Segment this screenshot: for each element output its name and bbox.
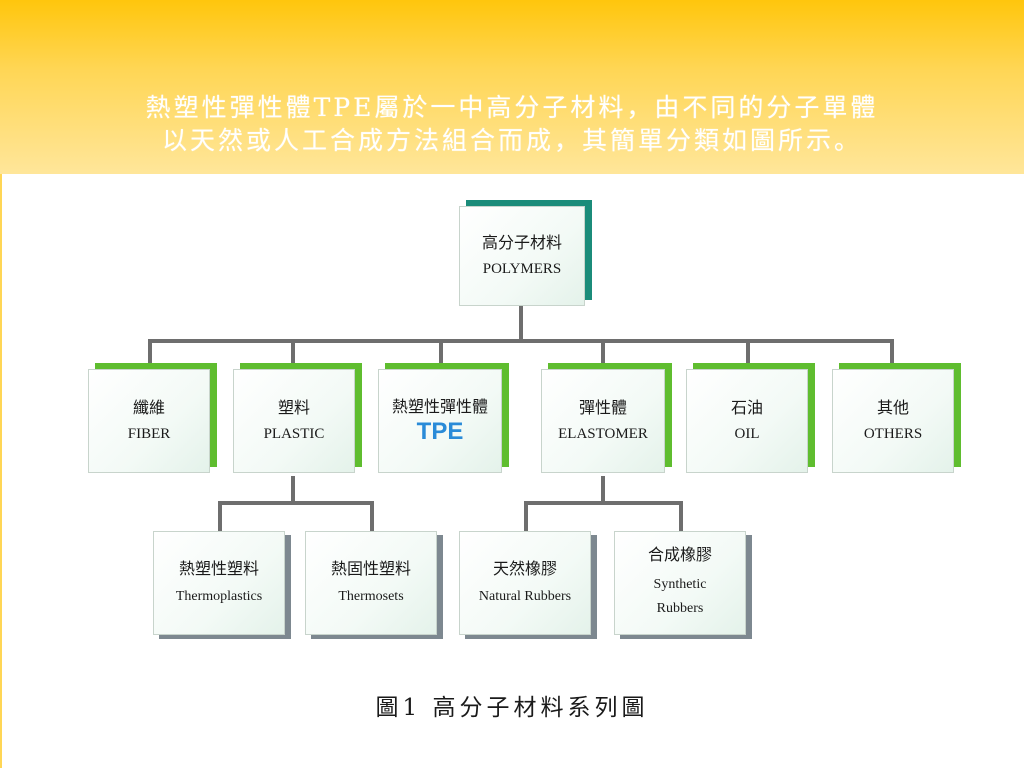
node-thermoplastics-en: Thermoplastics [175,589,263,604]
node-thermosets-zh: 熱固性塑料 [330,559,411,578]
root-stem-connector [519,306,523,342]
elastomer-children-bus-connector [524,501,683,505]
node-natural-rubbers-en: Natural Rubbers [478,589,572,604]
node-natural-rubbers: 天然橡膠 Natural Rubbers [459,531,591,635]
node-others-zh: 其他 [876,398,909,417]
header-text-line-1: 熱塑性彈性體TPE屬於一中高分子材料，由不同的分子單體 [145,93,879,122]
slide-header-banner: 熱塑性彈性體TPE屬於一中高分子材料，由不同的分子單體 以天然或人工合成方法組合… [0,0,1024,174]
node-polymers: 高分子材料 POLYMERS [459,206,585,306]
node-polymers-zh: 高分子材料 [481,233,562,252]
node-tpe-zh: 熱塑性彈性體 [391,397,488,416]
node-thermoplastics-zh: 熱塑性塑料 [178,559,259,578]
node-others: 其他 OTHERS [832,369,954,473]
plastic-drop-connector [291,339,295,369]
node-fiber-zh: 纖維 [132,398,165,417]
node-polymers-en: POLYMERS [482,261,562,277]
node-oil: 石油 OIL [686,369,808,473]
node-oil-zh: 石油 [730,398,763,417]
node-natural-rubbers-zh: 天然橡膠 [492,559,557,578]
node-elastomer-en: ELASTOMER [558,426,648,442]
node-synthetic-rubbers: 合成橡膠 Synthetic Rubbers [614,531,746,635]
thermoplastics-drop-connector [218,501,222,531]
synthetic-rubbers-drop-connector [679,501,683,531]
node-oil-en: OIL [734,426,760,442]
plastic-stem-connector [291,476,295,504]
fiber-drop-connector [148,339,152,369]
node-synthetic-rubbers-en: Synthetic Rubbers [653,577,707,616]
node-tpe-en: TPE [416,418,464,445]
node-synthetic-rubbers-zh: 合成橡膠 [647,545,712,564]
plastic-children-bus-connector [218,501,374,505]
node-thermosets-en: Thermosets [338,589,404,604]
left-accent-rule [0,174,2,768]
oil-drop-connector [746,339,750,369]
natural-rubbers-drop-connector [524,501,528,531]
figure-caption: 圖1 高分子材料系列圖 [375,695,649,721]
node-elastomer-zh: 彈性體 [578,398,627,417]
tpe-drop-connector [439,339,443,369]
node-others-en: OTHERS [863,426,923,442]
node-thermosets: 熱固性塑料 Thermosets [305,531,437,635]
node-fiber-en: FIBER [127,426,171,442]
elastomer-drop-connector [601,339,605,369]
header-text-line-2: 以天然或人工合成方法組合而成，其簡單分類如圖所示。 [161,126,862,155]
node-fiber: 纖維 FIBER [88,369,210,473]
level1-bus-connector [148,339,894,343]
thermosets-drop-connector [370,501,374,531]
node-plastic-en: PLASTIC [263,426,325,442]
others-drop-connector [890,339,894,369]
node-elastomer: 彈性體 ELASTOMER [541,369,665,473]
node-plastic-zh: 塑料 [277,398,310,417]
node-thermoplastics: 熱塑性塑料 Thermoplastics [153,531,285,635]
elastomer-stem-connector [601,476,605,504]
node-tpe: 熱塑性彈性體 TPE [378,369,502,473]
node-plastic: 塑料 PLASTIC [233,369,355,473]
